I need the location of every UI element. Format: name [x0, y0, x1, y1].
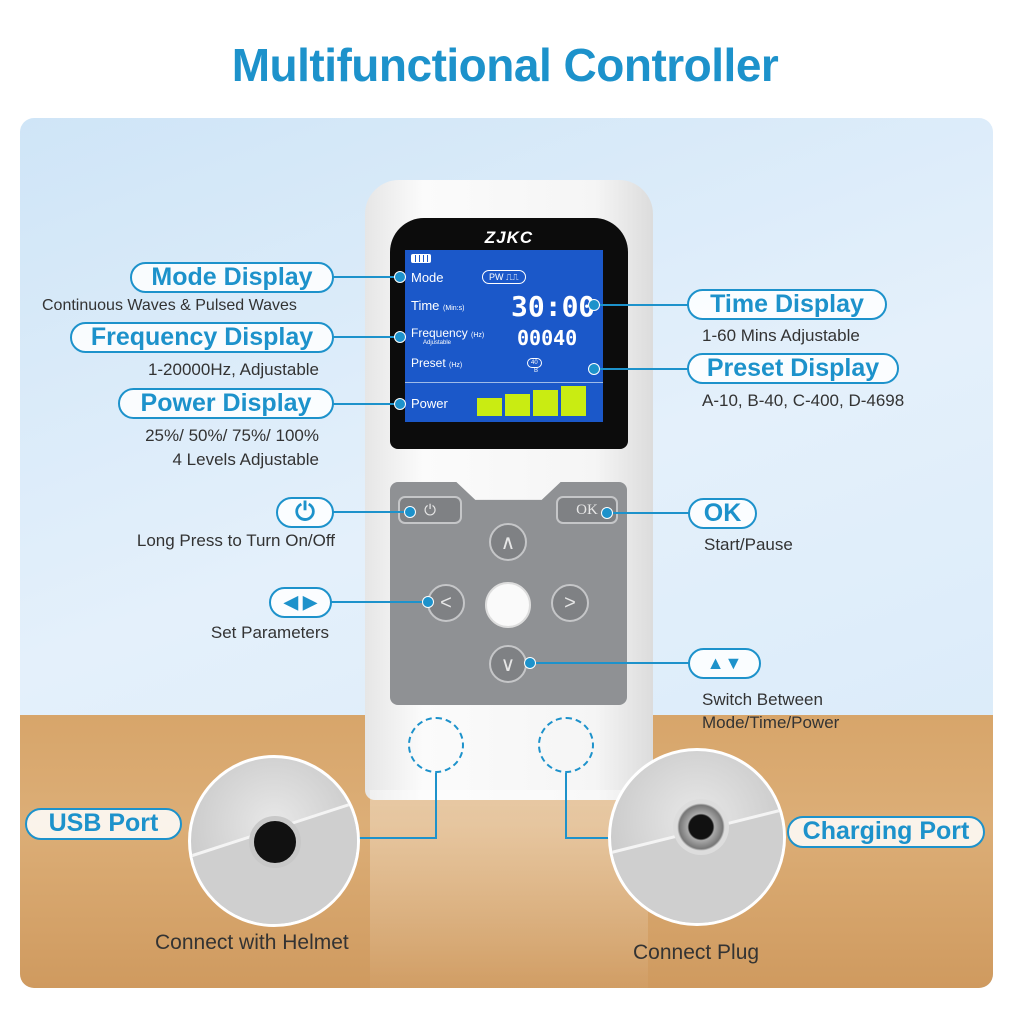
usb-port-hole — [249, 816, 301, 868]
up-down-description: Switch Between — [702, 690, 823, 709]
lcd-divider — [405, 382, 603, 383]
charging-port-callout: Charging Port — [787, 816, 985, 848]
lcd-frequency-value: 00040 — [517, 326, 578, 350]
preset-dot — [588, 363, 600, 375]
lcd-preset-value: 40 — [527, 358, 542, 368]
lcd-mode-value: PW ⎍⎍ — [482, 270, 526, 284]
usb-port-callout: USB Port — [25, 808, 182, 840]
mode-connector — [333, 276, 399, 278]
page-title: Multifunctional Controller — [231, 39, 779, 91]
time-description: 1-60 Mins Adjustable — [702, 326, 860, 345]
preset-description: A-10, B-40, C-400, D-4698 — [702, 391, 905, 410]
time-dot — [588, 299, 600, 311]
keypad: ⏻ OK ∧ < > ∨ — [390, 482, 627, 705]
time-display-callout: Time Display — [687, 289, 887, 320]
power-dot — [394, 398, 406, 410]
frequency-display-callout: Frequency Display — [70, 322, 334, 353]
lcd-time-label: Time (Min:s) — [411, 298, 465, 313]
screen-bezel: ZJKC Mode PW ⎍⎍ Time (Min:s) 30:00 Frequ… — [390, 218, 628, 449]
usb-port-closeup — [188, 755, 360, 927]
lcd-power-label: Power — [411, 396, 448, 411]
up-down-callout: ▲▼ — [688, 648, 761, 679]
charging-port-hole — [673, 799, 729, 855]
left-right-description: Set Parameters — [210, 623, 329, 642]
up-down-modes: Mode/Time/Power — [702, 713, 840, 732]
lcd-preset-label: Preset (Hz) — [411, 356, 463, 370]
mode-display-callout: Mode Display — [130, 262, 334, 293]
lcd-preset-letter: B — [534, 368, 539, 374]
frequency-connector — [333, 336, 399, 338]
preset-display-callout: Preset Display — [687, 353, 899, 384]
usb-port-description: Connect with Helmet — [155, 931, 349, 954]
ok-connector — [606, 512, 689, 514]
power-levels-note: 4 Levels Adjustable — [172, 450, 320, 469]
left-right-connector — [331, 601, 427, 603]
ok-dot — [601, 507, 613, 519]
frequency-dot — [394, 331, 406, 343]
power-level-bars — [477, 384, 597, 422]
time-connector — [592, 304, 688, 306]
power-button-description: Long Press to Turn On/Off — [136, 531, 335, 550]
mode-description: Continuous Waves & Pulsed Waves — [42, 297, 297, 314]
frequency-description: 1-20000Hz, Adjustable — [147, 360, 319, 379]
ok-description: Start/Pause — [704, 535, 793, 554]
brand-logo: ZJKC — [484, 228, 534, 247]
charging-port-marker — [538, 717, 594, 773]
left-right-callout: ◀ ▶ — [269, 587, 332, 618]
power-level-bar — [561, 386, 586, 416]
lcd-screen: Mode PW ⎍⎍ Time (Min:s) 30:00 Frequency … — [405, 250, 603, 422]
lcd-frequency-label: Frequency (Hz) — [411, 326, 485, 340]
power-description: 25%/ 50%/ 75%/ 100% — [145, 426, 319, 445]
right-key[interactable]: > — [551, 584, 589, 622]
lcd-time-value: 30:00 — [511, 290, 596, 323]
power-display-callout: Power Display — [118, 388, 334, 419]
up-down-connector — [530, 662, 689, 664]
power-level-bar — [505, 394, 530, 416]
ok-callout: OK — [688, 498, 757, 529]
power-level-bar — [477, 398, 502, 416]
charging-connector-horizontal — [565, 837, 613, 839]
power-button-dot — [404, 506, 416, 518]
usb-connector-vertical — [435, 773, 437, 839]
left-right-dot — [422, 596, 434, 608]
up-down-dot — [524, 657, 536, 669]
power-button-connector — [333, 511, 409, 513]
battery-icon — [411, 254, 431, 263]
power-key[interactable]: ⏻ — [398, 496, 462, 524]
up-key[interactable]: ∧ — [489, 523, 527, 561]
lcd-frequency-note: Adjustable — [423, 340, 452, 346]
preset-connector — [592, 368, 688, 370]
usb-port-marker — [408, 717, 464, 773]
power-connector — [333, 403, 399, 405]
power-level-bar — [533, 390, 558, 416]
charging-port-description: Connect Plug — [633, 941, 760, 964]
mode-dot — [394, 271, 406, 283]
charging-port-closeup — [608, 748, 786, 926]
lcd-mode-label: Mode — [411, 270, 444, 285]
charging-connector-vertical — [565, 773, 567, 839]
device-reflection — [370, 790, 648, 1010]
down-key[interactable]: ∨ — [489, 645, 527, 683]
usb-connector-horizontal — [355, 837, 437, 839]
power-button-callout: ⏻ — [276, 497, 334, 528]
center-key[interactable] — [485, 582, 531, 628]
